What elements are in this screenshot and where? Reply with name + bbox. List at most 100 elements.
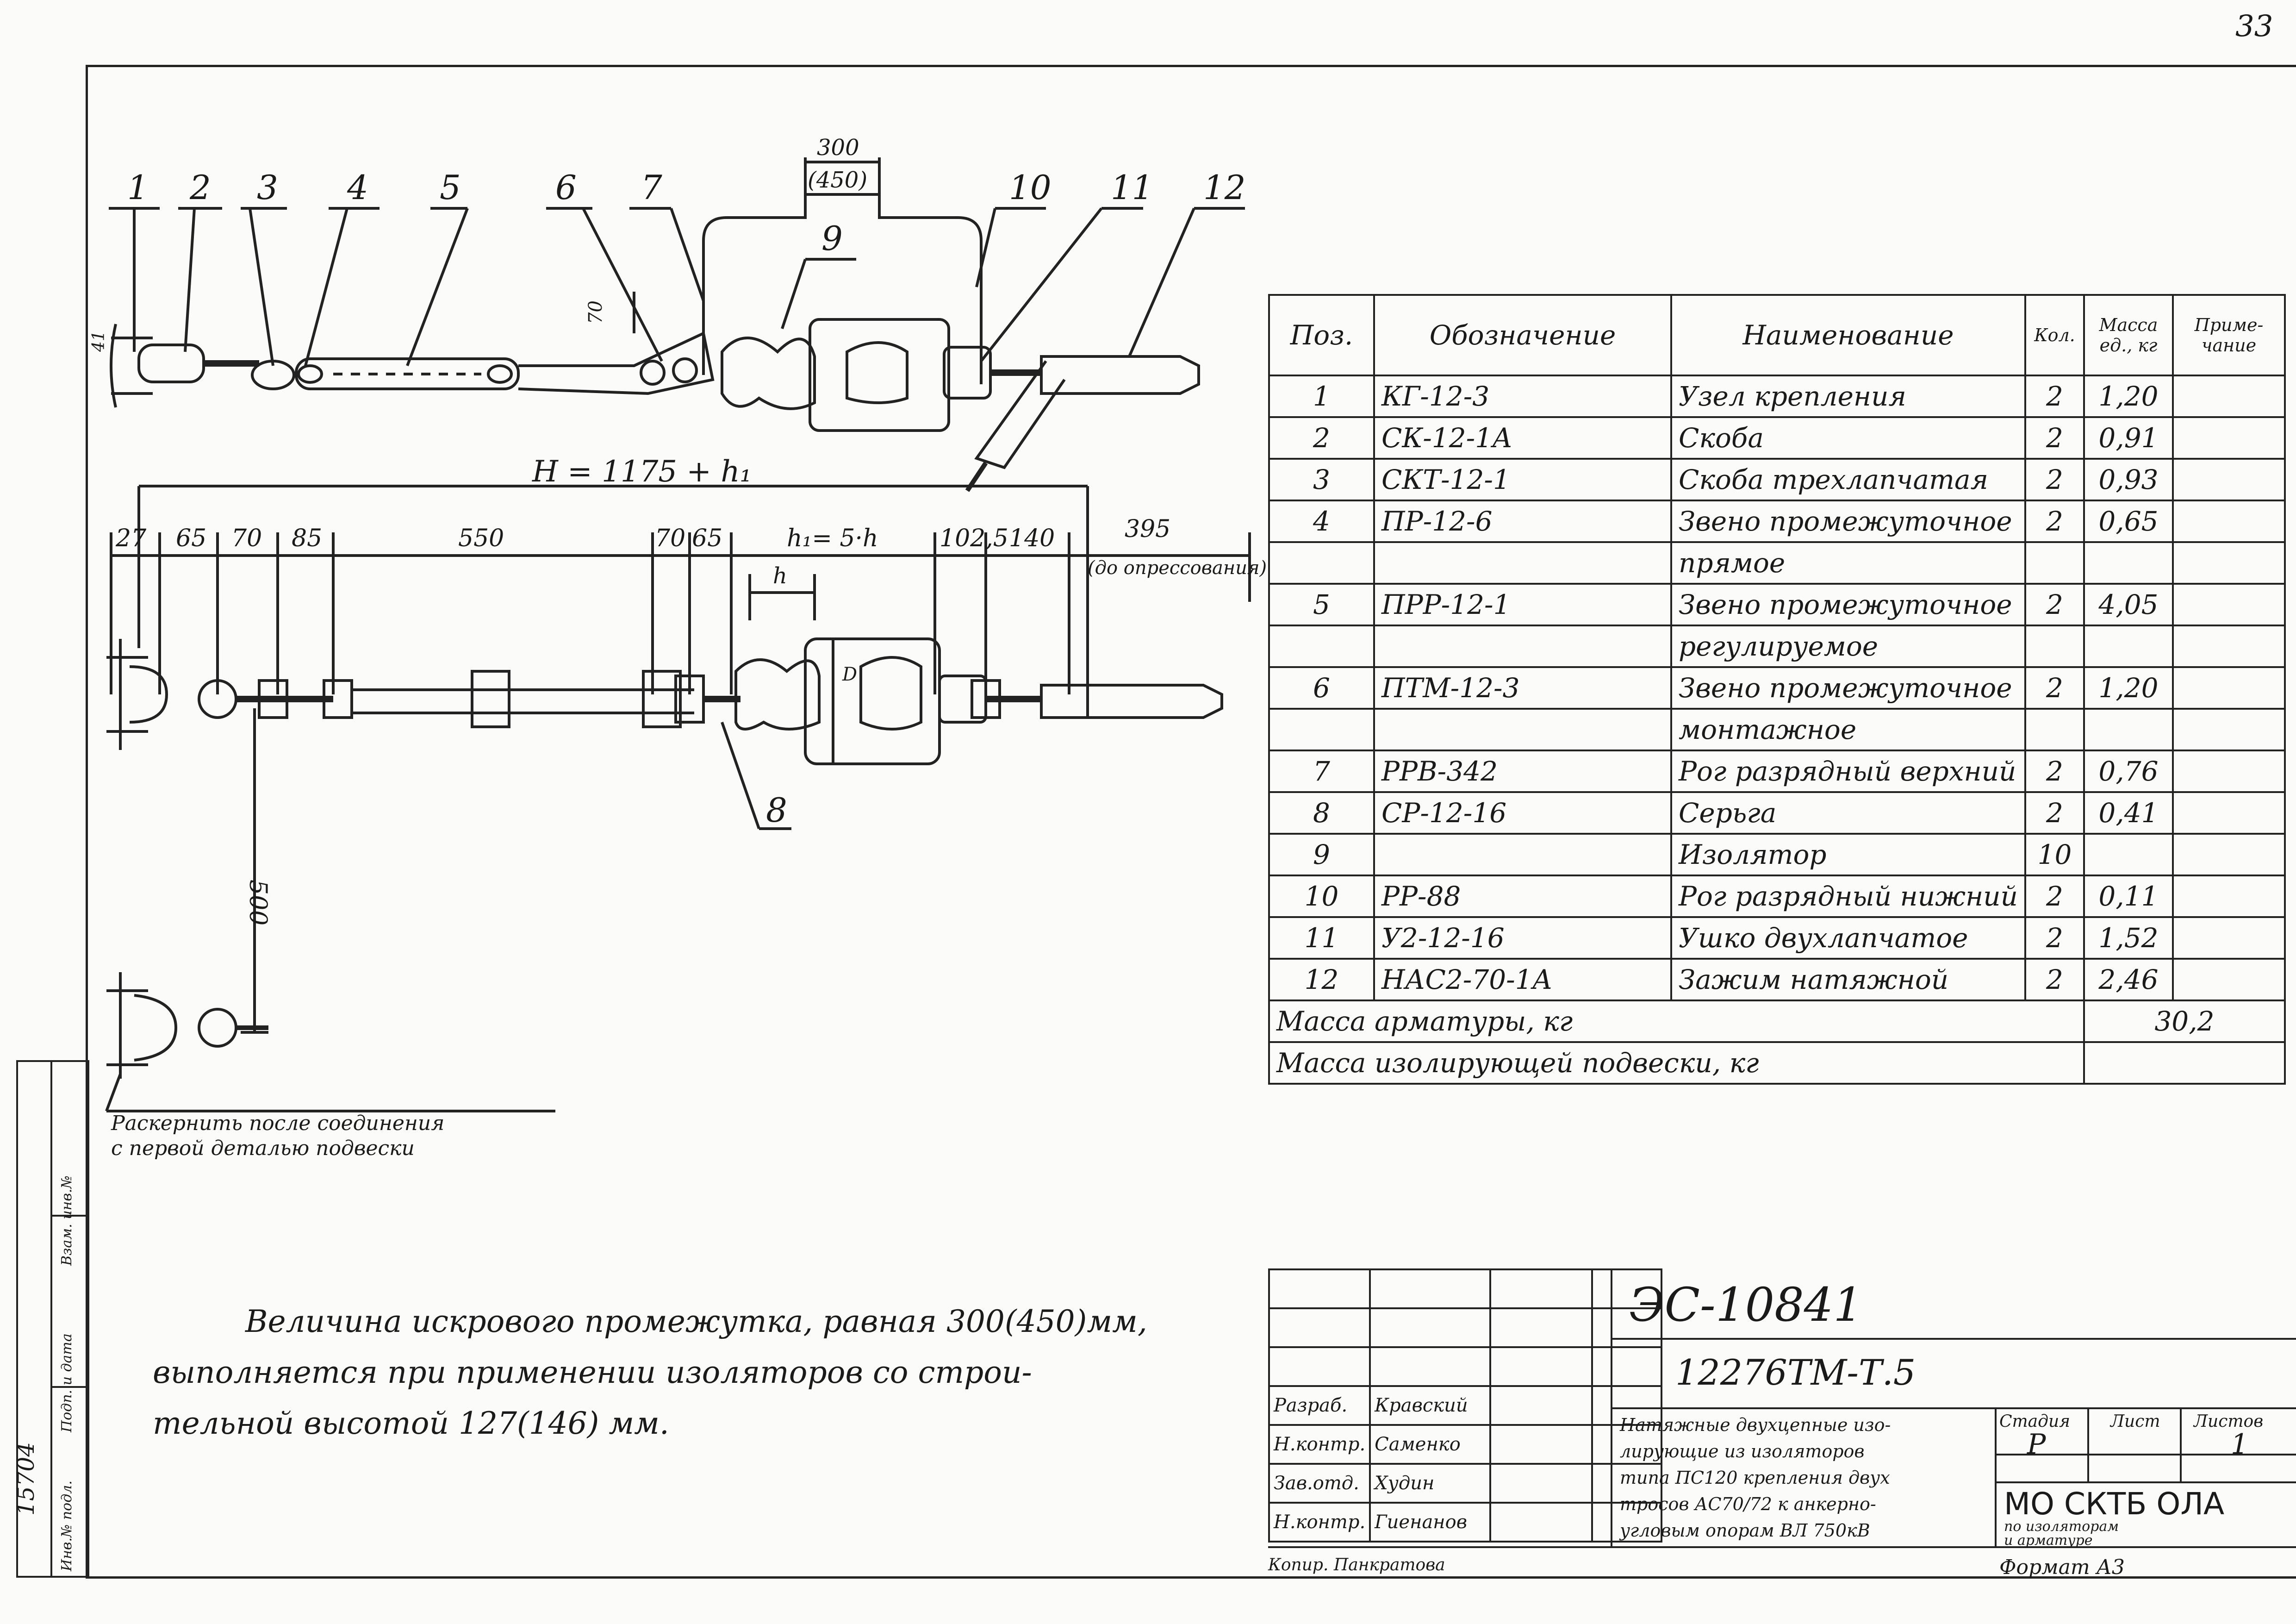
- title-block: Разраб.Кравский Н.контр.Саменко Зав.отд.…: [1268, 1268, 2296, 1588]
- row-note: [2172, 958, 2286, 1001]
- row-note: [2172, 500, 2286, 543]
- row-qty: 2: [2024, 583, 2085, 626]
- row-qty: 2: [2024, 666, 2085, 710]
- name-2: Саменко: [1369, 1424, 1492, 1465]
- row-note: [2172, 375, 2286, 418]
- row-mass: 0,41: [2083, 791, 2174, 835]
- row-designation: СР-12-16: [1373, 791, 1672, 835]
- row-qty: 2: [2024, 874, 2085, 918]
- clamp-jumper: [974, 360, 1066, 469]
- sheets-value: 1: [2231, 1428, 2249, 1461]
- row-qty: 2: [2024, 750, 2085, 793]
- row-qty: 2: [2024, 500, 2085, 543]
- shackle-lower: [198, 1008, 237, 1048]
- row-pos: 9: [1268, 833, 1375, 876]
- row-designation: РРВ-342: [1373, 750, 1672, 793]
- row-name: Изолятор: [1670, 833, 2026, 876]
- callout-6: 6: [555, 168, 577, 207]
- center-punch-note-line-1: Раскернить после соединения: [111, 1112, 445, 1135]
- header-designation: Обозначение: [1373, 294, 1672, 376]
- callout-11: 11: [1111, 168, 1153, 207]
- insulator-cap-top: [721, 337, 816, 410]
- row-pos: 10: [1268, 874, 1375, 918]
- header-qty: Кол.: [2024, 294, 2085, 376]
- dim-85: 85: [292, 525, 322, 552]
- callout-12: 12: [1203, 168, 1246, 207]
- organization: МО СКТБ ОЛА: [2004, 1486, 2225, 1522]
- row-name: Ушко двухлапчатое: [1670, 916, 2026, 960]
- lower-arcing-horn: [878, 199, 983, 384]
- role-2: Н.контр.: [1268, 1424, 1371, 1465]
- callout-10: 10: [1009, 168, 1052, 207]
- archive-strip: 15704 Инв.№ подл. Подп. и дата Взам. инв…: [12, 1060, 89, 1578]
- role-3: Зав.отд.: [1268, 1463, 1371, 1504]
- name-4: Гиенанов: [1369, 1502, 1492, 1543]
- row-designation: [1373, 833, 1672, 876]
- dim-65: 65: [176, 525, 206, 552]
- callout-7: 7: [641, 168, 662, 207]
- shackle-top: [137, 344, 205, 383]
- title-line-5: угловым опорам ВЛ 750кВ: [1620, 1520, 1870, 1541]
- row-designation: РР-88: [1373, 874, 1672, 918]
- page-number: 33: [2235, 9, 2273, 44]
- row-mass: 2,46: [2083, 958, 2174, 1001]
- row-pos: [1268, 541, 1375, 585]
- spark-gap-note-line-2: выполняется при применении изоляторов со…: [153, 1355, 1032, 1390]
- row-note: [2172, 666, 2286, 710]
- callout-4: 4: [347, 168, 368, 207]
- spark-gap-note-line-3: тельной высотой 127(146) мм.: [153, 1405, 669, 1441]
- row-mass: 0,65: [2083, 500, 2174, 543]
- drawing-frame: [86, 65, 2296, 1579]
- row-qty: [2024, 541, 2085, 585]
- row-mass: 1,20: [2083, 375, 2174, 418]
- row-pos: [1268, 625, 1375, 668]
- row-pos: 3: [1268, 458, 1375, 501]
- row-mass: 1,20: [2083, 666, 2174, 710]
- gap-dimension-alt: (450): [808, 167, 867, 193]
- row-name: Рог разрядный нижний: [1670, 874, 2026, 918]
- organization-sub-2: и арматуре: [2004, 1532, 2093, 1549]
- dim-500: 500: [244, 880, 272, 925]
- organization-sub-1: по изоляторам: [2004, 1518, 2119, 1535]
- mounting-link-top: [518, 331, 715, 395]
- row-qty: 2: [2024, 458, 2085, 501]
- press-note: (до опрессования): [1088, 557, 1267, 579]
- dim-65b: 65: [692, 525, 722, 552]
- header-pos: Поз.: [1268, 294, 1375, 376]
- dim-70b: 70: [655, 525, 685, 552]
- callout-3: 3: [257, 168, 278, 207]
- row-designation: СК-12-1А: [1373, 416, 1672, 460]
- row-pos: [1268, 708, 1375, 751]
- tension-clamp-top: [1040, 355, 1200, 395]
- row-name: Узел крепления: [1670, 375, 2026, 418]
- anchor-bracket-top: [110, 324, 117, 408]
- row-qty: 2: [2024, 416, 2085, 460]
- role-4: Н.контр.: [1268, 1502, 1371, 1543]
- row-designation: У2-12-16: [1373, 916, 1672, 960]
- row-mass: [2083, 625, 2174, 668]
- dim-h: h: [773, 563, 787, 589]
- row-pos: 5: [1268, 583, 1375, 626]
- sheets-label: Листов: [2194, 1412, 2264, 1431]
- parts-table-header: Поз. Обозначение Наименование Кол. Масса…: [1268, 294, 2286, 376]
- row-mass: [2083, 833, 2174, 876]
- format-label: Формат А3: [1999, 1555, 2125, 1579]
- dim-70-top: 70: [585, 300, 606, 324]
- callout-1: 1: [127, 168, 149, 207]
- row-qty: 2: [2024, 791, 2085, 835]
- center-punch-note: Раскернить после соединения с первой дет…: [111, 1111, 444, 1161]
- insulator-cap-side: [734, 658, 821, 731]
- row-mass: 4,05: [2083, 583, 2174, 626]
- dim-102-5: 102,5: [940, 525, 1008, 552]
- dim-140: 140: [1009, 525, 1055, 552]
- row-name: прямое: [1670, 541, 2026, 585]
- approval-grid: Разраб.Кравский Н.контр.Саменко Зав.отд.…: [1268, 1268, 1663, 1543]
- row-name: Звено промежуточное: [1670, 583, 2026, 626]
